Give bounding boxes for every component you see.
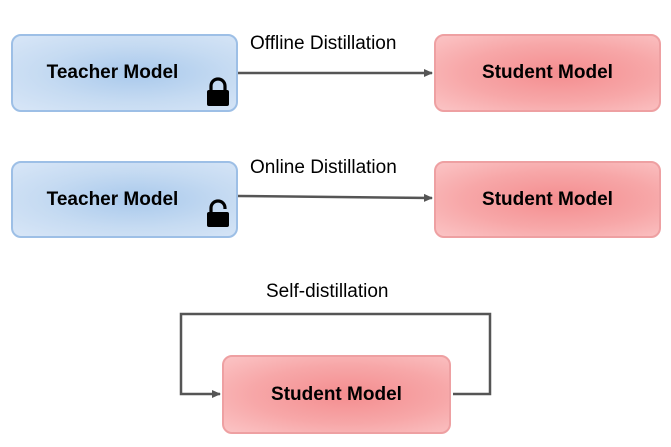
teacher-model-label: Teacher Model (46, 188, 179, 210)
teacher-model-box-offline: Teacher Model (11, 34, 238, 112)
online-arrow (237, 193, 433, 202)
student-model-label: Student Model (482, 62, 613, 83)
student-model-box-online: Student Model (434, 161, 661, 238)
online-distillation-label: Online Distillation (250, 157, 397, 178)
lock-closed-icon (207, 77, 229, 106)
offline-distillation-label: Offline Distillation (250, 33, 397, 54)
teacher-model-box-online: Teacher Model (11, 161, 238, 238)
self-distillation-loop (179, 312, 492, 398)
lock-open-icon (207, 199, 229, 227)
student-model-label: Student Model (482, 188, 613, 210)
self-distillation-label: Self-distillation (266, 281, 389, 302)
student-model-box-offline: Student Model (434, 34, 661, 112)
student-model-label: Student Model (271, 383, 402, 405)
student-model-box-self: Student Model (222, 355, 451, 434)
teacher-model-label: Teacher Model (46, 62, 179, 83)
